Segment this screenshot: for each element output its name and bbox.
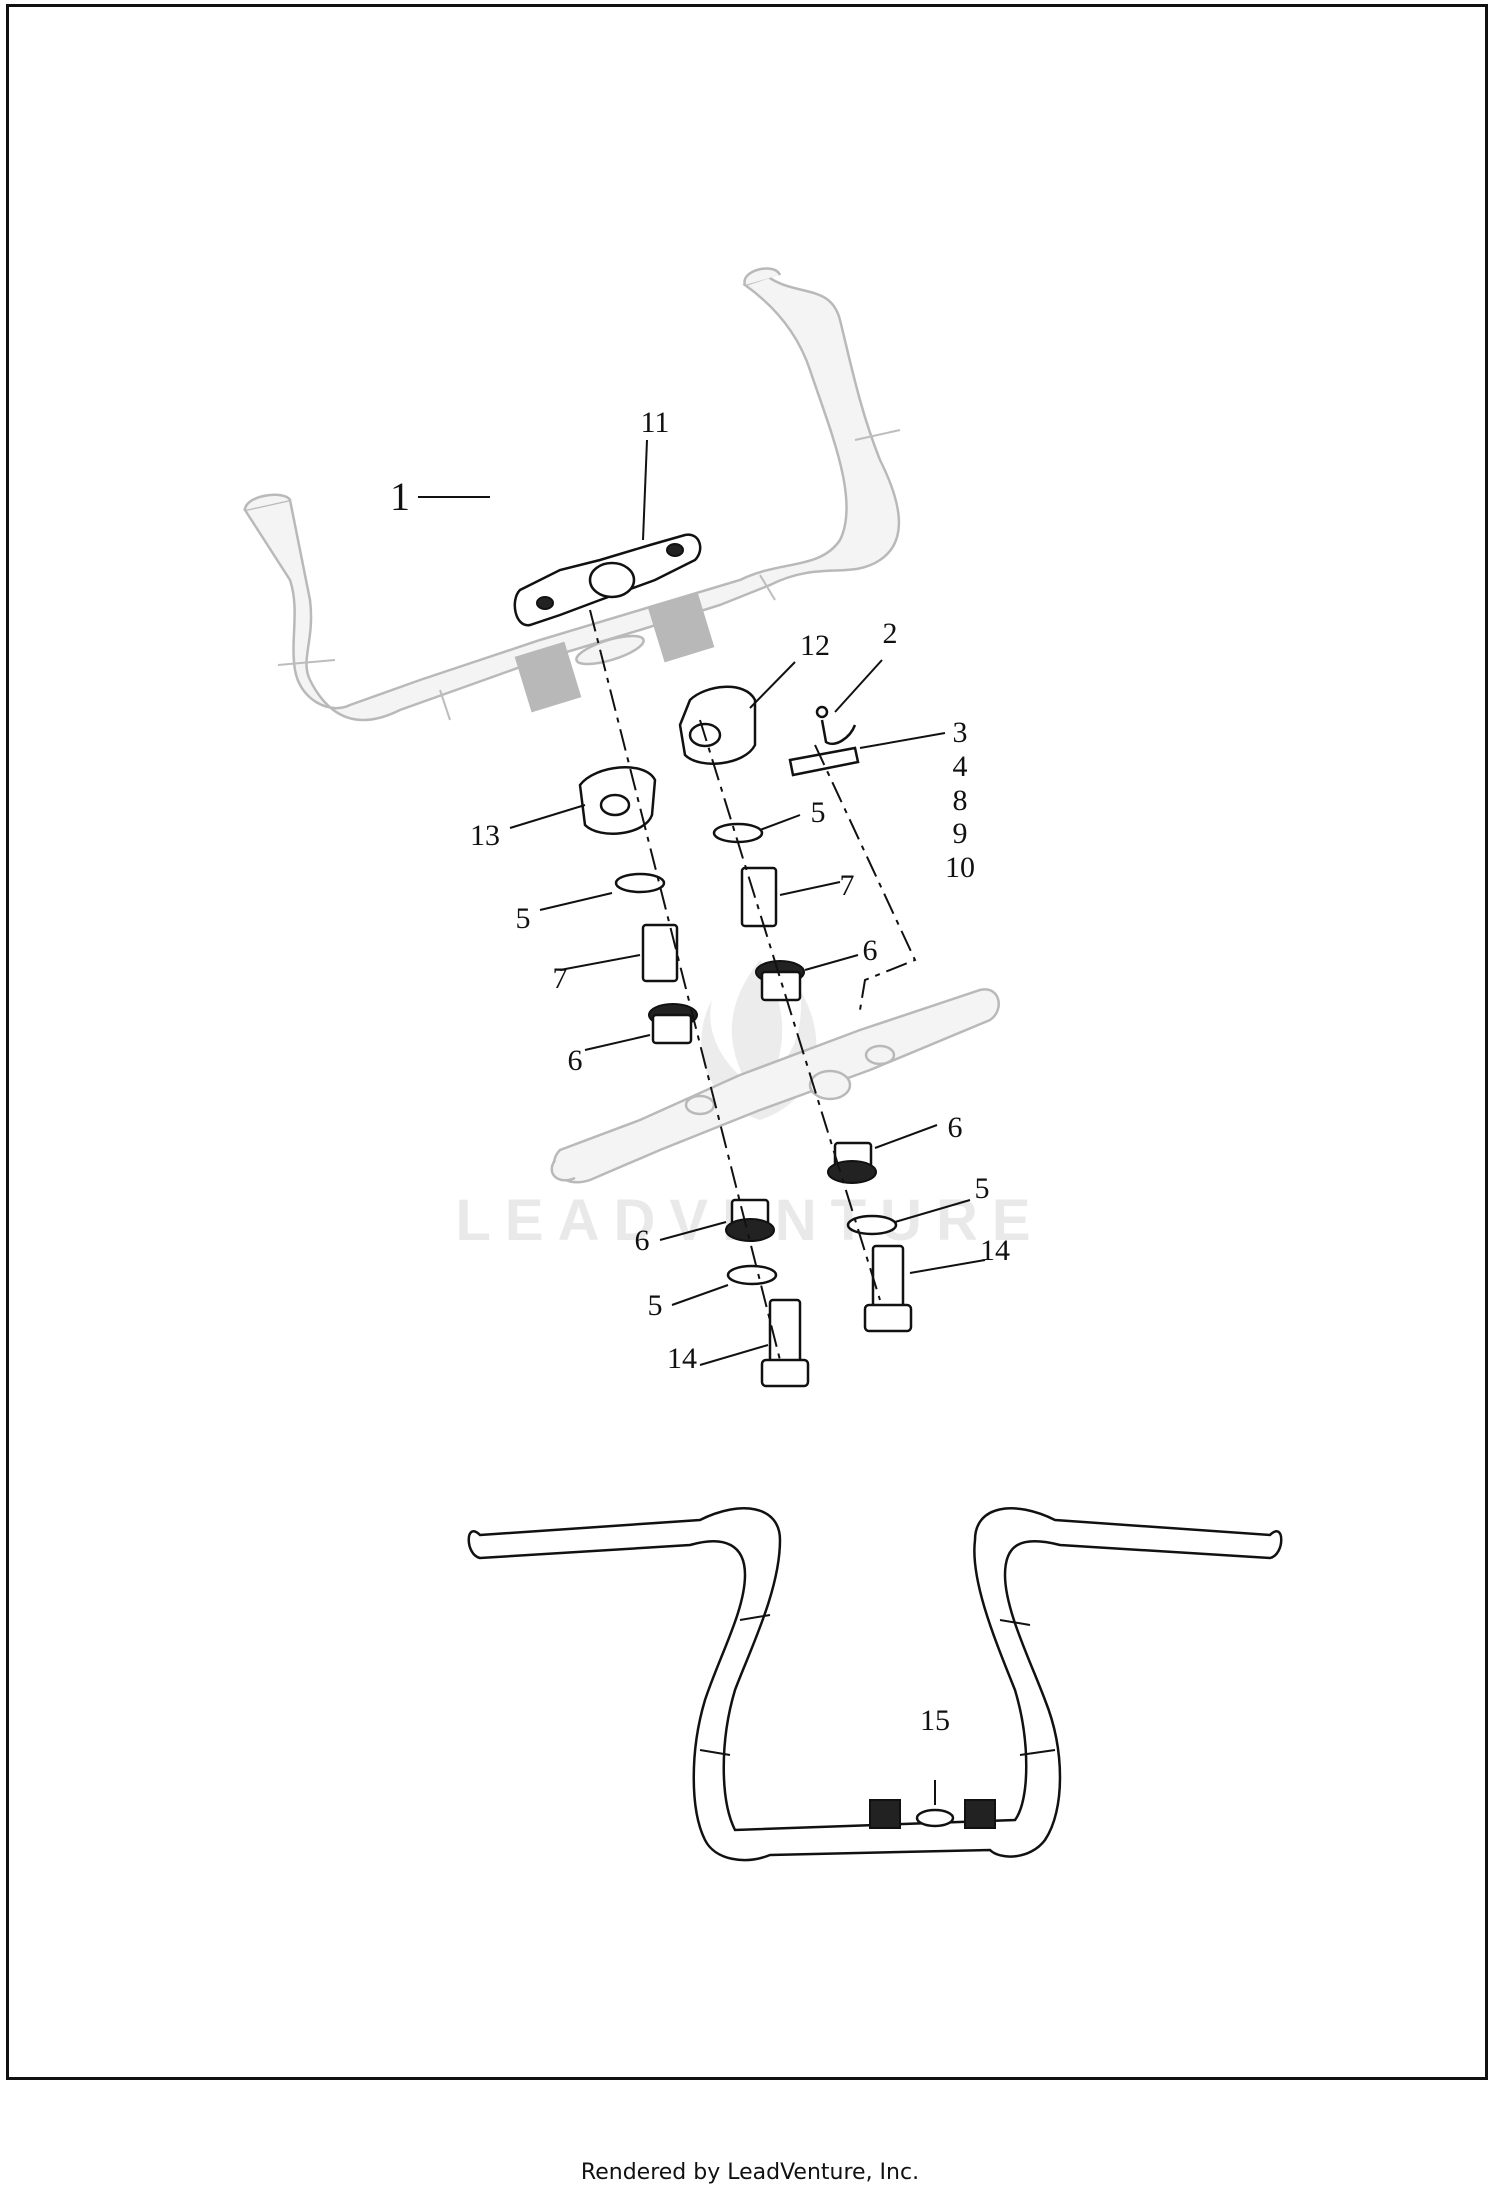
- callout-8: 8: [953, 784, 968, 817]
- callout-15: 15: [920, 1704, 950, 1737]
- riser-right: [678, 685, 757, 765]
- callout-9: 9: [953, 817, 968, 850]
- callout-7-a: 7: [840, 869, 855, 902]
- diagram-frame: [6, 4, 1488, 2080]
- triple-clamp: [550, 988, 1000, 1184]
- upper-stack-left: [614, 872, 698, 1045]
- callout-10: 10: [945, 851, 975, 884]
- clip-bracket: [788, 705, 860, 777]
- callout-11: 11: [641, 406, 670, 439]
- handlebar-upper: [242, 267, 901, 722]
- callout-4: 4: [953, 750, 968, 783]
- riser-top-clamp: [513, 533, 702, 627]
- lower-stack-left: [725, 1198, 810, 1388]
- callout-3: 3: [953, 716, 968, 749]
- callout-7-b: 7: [553, 962, 568, 995]
- callout-13: 13: [470, 819, 500, 852]
- handlebar-lower: [467, 1507, 1283, 1862]
- callout-labels: 1 11 12 2 3 4 8 9 10 13 5 5 7 7 6 6 6 6 …: [390, 406, 1010, 1737]
- callout-2: 2: [883, 617, 898, 650]
- callout-12: 12: [800, 629, 830, 662]
- footer-credit: Rendered by LeadVenture, Inc.: [580, 2160, 920, 2185]
- callout-6-d: 6: [635, 1224, 650, 1257]
- leader-lines: [418, 439, 986, 1805]
- callout-5-c: 5: [975, 1172, 990, 1205]
- upper-stack-right: [712, 822, 805, 1002]
- callout-5-b: 5: [516, 902, 531, 935]
- callout-6-b: 6: [568, 1044, 583, 1077]
- callout-6-a: 6: [863, 934, 878, 967]
- callout-14-b: 14: [667, 1342, 697, 1375]
- callout-6-c: 6: [948, 1111, 963, 1144]
- callout-5-a: 5: [811, 796, 826, 829]
- assembly-axes: [589, 609, 917, 1361]
- riser-left: [578, 766, 657, 835]
- callout-1: 1: [390, 474, 410, 519]
- callout-14-a: 14: [980, 1234, 1010, 1267]
- lower-stack-right: [827, 1141, 913, 1333]
- callout-5-d: 5: [648, 1289, 663, 1322]
